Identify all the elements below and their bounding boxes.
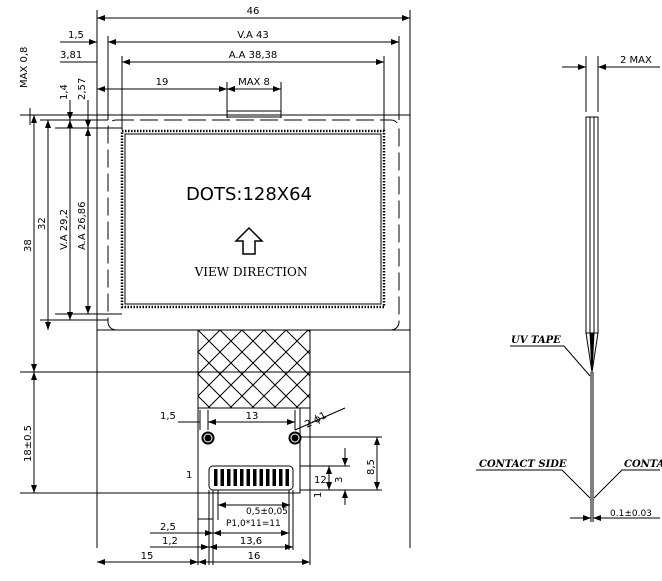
dim-overall-width: 46 xyxy=(247,6,260,17)
dim-aa-width: A.A 38,38 xyxy=(229,50,278,61)
dim-hole-spacing: 13 xyxy=(246,411,259,422)
dim-right-85: 8,5 xyxy=(366,459,377,475)
side-view xyxy=(476,56,660,522)
dim-va-width: V.A 43 xyxy=(237,30,268,41)
contact-side-left-label: CONTACT SIDE xyxy=(479,459,567,470)
dim-bottom-1: 1 xyxy=(313,492,324,498)
dim-max-top: MAX 0,8 xyxy=(19,47,30,88)
dim-pin-width: 0,5±0,05 xyxy=(246,507,288,517)
front-view xyxy=(20,10,410,565)
dim-width-136: 13,6 xyxy=(240,536,262,547)
dim-fpc-thickness: 0.1±0.03 xyxy=(610,509,652,519)
dim-top-2: 2,57 xyxy=(77,78,88,100)
dim-aa-left: 3,81 xyxy=(60,50,82,61)
contact-side-right-label: CONTAC xyxy=(624,459,662,470)
dim-left-12: 1,2 xyxy=(162,536,178,547)
dim-right-3: 3 xyxy=(334,477,345,483)
dim-width-16: 16 xyxy=(248,551,261,562)
dim-hole-left: 1,5 xyxy=(160,411,176,422)
front-view-labels: 46 1,5 V.A 43 3,81 A.A 38,38 19 MAX 8 MA… xyxy=(19,6,312,462)
dim-left-offset: 1,5 xyxy=(68,30,84,41)
dim-aa-height: A.A 26,86 xyxy=(77,202,88,251)
dots-label: DOTS:128X64 xyxy=(186,184,312,205)
side-view-labels: 2 MAX UV TAPE CONTACT SIDE CONTAC 0.1±0.… xyxy=(479,55,662,519)
dim-tail-length: 18±0.5 xyxy=(23,425,34,462)
dim-pitch: P1,0*11=11 xyxy=(226,519,281,529)
uv-tape-label: UV TAPE xyxy=(511,335,561,346)
dim-hole-dia: 2-ϕ1 xyxy=(303,410,328,430)
dim-left-25: 2,5 xyxy=(160,522,176,533)
view-direction-label: VIEW DIRECTION xyxy=(194,265,308,279)
dim-va-height: V.A 29,2 xyxy=(59,209,70,250)
dim-right-12: 12 xyxy=(314,475,327,486)
dim-top-1: 1,4 xyxy=(59,84,70,100)
dim-left-15: 15 xyxy=(141,551,154,562)
dim-fpc-max: MAX 8 xyxy=(238,77,270,88)
dim-height-32: 32 xyxy=(37,217,48,230)
dim-thickness: 2 MAX xyxy=(620,55,652,66)
dim-fpc-left: 19 xyxy=(156,77,169,88)
connector-labels: 1,5 13 2-ϕ1 1 0,5±0,05 P1,0*11=11 2,5 1,… xyxy=(141,410,377,562)
dim-height-total: 38 xyxy=(23,239,34,252)
pin-one-label: 1 xyxy=(186,470,192,481)
